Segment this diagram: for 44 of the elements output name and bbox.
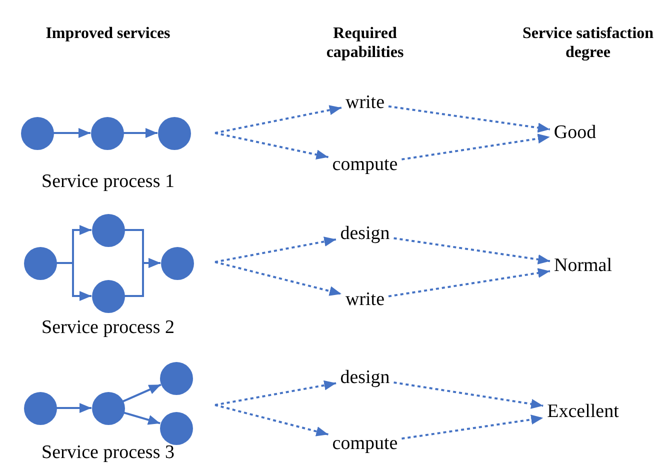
dashed-arrow xyxy=(214,404,329,436)
arrow xyxy=(124,412,160,425)
dashed-arrow xyxy=(394,237,550,264)
dashed-arrow xyxy=(394,382,544,409)
dashed-arrow xyxy=(214,105,342,134)
process-step-circle xyxy=(24,246,56,280)
capability-label: compute xyxy=(332,154,398,176)
satisfaction-label: Good xyxy=(554,122,596,144)
process-label: Service process 3 xyxy=(40,443,176,464)
arrow xyxy=(124,128,158,138)
satisfaction-label: Normal xyxy=(554,256,612,276)
dashed-arrow xyxy=(388,268,550,298)
dashed-arrow xyxy=(214,132,328,160)
capability-label: compute xyxy=(332,434,398,454)
capability-label: design xyxy=(340,224,390,244)
dashed-arrow xyxy=(214,261,342,296)
dashed-arrow xyxy=(214,380,336,406)
process-step-circle xyxy=(160,412,192,444)
dashed-arrow xyxy=(214,236,336,263)
process-step-circle xyxy=(92,214,124,246)
dashed-arrow xyxy=(402,134,550,160)
process-label: Service process 1 xyxy=(40,172,176,193)
capability-label: write xyxy=(345,290,385,310)
process-step-circle xyxy=(20,116,54,150)
arrow xyxy=(122,384,162,402)
process-step-circle xyxy=(92,280,124,312)
capability-label: design xyxy=(340,368,390,388)
process-step-circle xyxy=(158,116,190,150)
column-header: Improved services xyxy=(44,24,172,44)
arrow xyxy=(54,128,90,138)
arrow xyxy=(124,258,160,297)
column-header: Service satisfaction degree xyxy=(521,24,655,62)
capability-label: write xyxy=(345,92,385,114)
satisfaction-label: Excellent xyxy=(547,402,619,422)
process-step-circle xyxy=(92,392,124,424)
process-step-circle xyxy=(24,392,56,424)
process-step-circle xyxy=(90,116,124,150)
process-label: Service process 2 xyxy=(40,318,176,339)
dashed-arrow xyxy=(402,414,544,440)
dashed-arrow xyxy=(388,105,550,133)
arrow xyxy=(56,262,92,301)
process-step-circle xyxy=(160,362,192,394)
column-header: Required capabilities xyxy=(325,24,405,62)
process-step-circle xyxy=(160,246,194,280)
